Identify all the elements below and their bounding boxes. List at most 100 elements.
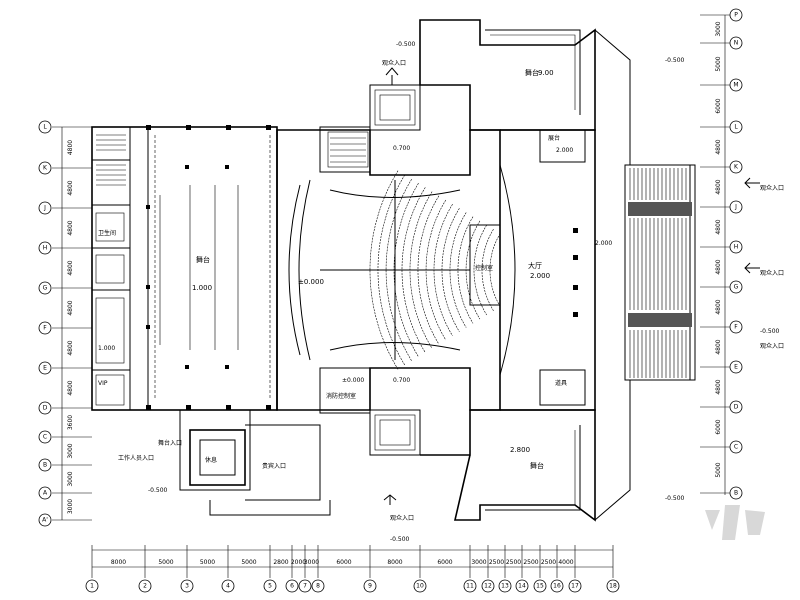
grid-bubble-left xyxy=(38,120,52,134)
grid-bubble-bottom-label: 12 xyxy=(484,583,492,590)
grid-dim-left: 3000 xyxy=(67,471,74,486)
grid-bubble-right xyxy=(729,360,743,374)
grid-bubble-right-label: N xyxy=(734,40,739,47)
seat-row xyxy=(401,187,426,353)
grid-bubble-right-label: M xyxy=(733,82,738,89)
lobby-label: 大厅 xyxy=(528,261,542,270)
watermark-mark xyxy=(705,505,765,540)
grid-bubble-left-label: G xyxy=(43,285,48,292)
grid-dim-left: 3600 xyxy=(67,415,74,430)
elev-0000-bottom: ±0.000 xyxy=(342,377,364,384)
elev-1000-left: 1.000 xyxy=(98,345,115,352)
grid-dim-bottom: 3000 xyxy=(304,559,319,566)
grid-bubble-left-label: B xyxy=(43,462,47,469)
grid-bubble-left xyxy=(38,321,52,335)
grid-bubble-bottom xyxy=(498,579,512,593)
bottom-annex: ±0.000 0.700 消防控制室 xyxy=(319,367,421,456)
foyer-label: 休息 xyxy=(205,456,217,464)
grid-bubble-bottom-label: 4 xyxy=(226,583,230,590)
grid-dim-bottom: 8000 xyxy=(387,559,402,566)
grid-bubble-bottom xyxy=(311,579,325,593)
stage-top-right-label: 舞台 xyxy=(525,68,539,77)
grid-bubble-right xyxy=(729,78,743,92)
grid-dim-bottom: 2500 xyxy=(489,559,504,566)
stage-bottom-right-label: 舞台 xyxy=(530,461,544,470)
grid-dim-bottom: 2500 xyxy=(541,559,556,566)
grid-bubble-right xyxy=(729,486,743,500)
elev-2000-right: 2.000 xyxy=(595,240,612,247)
room-top-right-elevation: 2.000 xyxy=(556,147,573,154)
grid-bubble-bottom xyxy=(515,579,529,593)
grid-bubble-right xyxy=(729,280,743,294)
grid-dim-left: 4800 xyxy=(67,220,74,235)
ramp-level-top: -0.500 xyxy=(396,41,416,48)
grid-bubble-bottom xyxy=(481,579,495,593)
grid-bubble-right xyxy=(729,8,743,22)
grid-bubble-bottom-label: 18 xyxy=(609,583,617,590)
grid-bubble-left xyxy=(38,401,52,415)
grid-bubble-bottom-label: 7 xyxy=(303,583,307,590)
ramp-level-right-mid: -0.500 xyxy=(760,328,780,335)
grid-bubble-left-label: J xyxy=(43,205,46,212)
grid-dim-bottom: 6000 xyxy=(336,559,351,566)
grid-bubble-right-label: K xyxy=(734,164,739,171)
grid-dim-right: 3000 xyxy=(715,21,722,36)
grid-dim-right: 6000 xyxy=(715,98,722,113)
grid-bubble-left xyxy=(38,458,52,472)
grid-dim-bottom: 4000 xyxy=(558,559,573,566)
room-top-right-label: 展台 xyxy=(548,134,560,142)
auditorium: ±0.000 控制室 xyxy=(276,129,501,411)
grid-bubble-bottom-label: 8 xyxy=(316,583,320,590)
grid-dim-right: 4800 xyxy=(715,379,722,394)
grid-dim-right: 5000 xyxy=(715,56,722,71)
grid-bubble-bottom xyxy=(180,579,194,593)
entrance-right-3-label: 观众入口 xyxy=(760,343,784,350)
grid-bubble-right xyxy=(729,240,743,254)
grid-bubble-bottom-label: 15 xyxy=(536,583,544,590)
entrance-top-label: 观众入口 xyxy=(382,60,406,67)
grid-dim-bottom: 8000 xyxy=(111,559,126,566)
grid-bubble-right-label: J xyxy=(734,204,737,211)
cross-aisle xyxy=(329,342,461,351)
grid-bubble-bottom xyxy=(550,579,564,593)
grid-bubble-left-label: A xyxy=(43,490,48,497)
grid-bubble-bottom xyxy=(568,579,582,593)
stage-left-label: 舞台 xyxy=(196,255,210,264)
grid-bubble-left-label: F xyxy=(43,325,47,332)
grid-bubble-bottom xyxy=(285,579,299,593)
grid-bubble-right-label: G xyxy=(734,284,739,291)
grid-bubble-bottom xyxy=(138,579,152,593)
grid-bubble-left xyxy=(38,241,52,255)
grid-bubble-left xyxy=(38,201,52,215)
stage-entrance-label: 舞台入口 xyxy=(158,439,182,447)
grid-bubble-left xyxy=(38,161,52,175)
grid-bubble-right-label: B xyxy=(734,490,738,497)
grid-bubble-left-label: H xyxy=(43,245,48,252)
stage-bottom-right-elevation: 2.800 xyxy=(510,446,530,454)
grid-dim-right: 4800 xyxy=(715,219,722,234)
grid-bubble-bottom xyxy=(363,579,377,593)
grid-dim-bottom: 5000 xyxy=(241,559,256,566)
entrance-right-1-label: 观众入口 xyxy=(760,185,784,192)
backstage-block: 舞台 1.000 1.000 VIP 卫生间 xyxy=(91,125,278,411)
grid-bubble-left-label: C xyxy=(43,434,47,441)
grid-bubble-bottom-label: 10 xyxy=(416,583,424,590)
grid-bubble-bottom xyxy=(85,579,99,593)
grid-bubble-bottom-label: 14 xyxy=(518,583,526,590)
vip-entrance-label: 贵宾入口 xyxy=(262,462,286,470)
grid-dim-left: 3000 xyxy=(67,499,74,514)
grid-bubble-bottom xyxy=(263,579,277,593)
grid-bubble-right-label: L xyxy=(734,124,738,131)
grid-bubble-bottom xyxy=(606,579,620,593)
grid-bubble-bottom xyxy=(533,579,547,593)
grid-dim-bottom: 3000 xyxy=(471,559,486,566)
grid-bubble-bottom-label: 9 xyxy=(368,583,372,590)
elev-0700-bottom: 0.700 xyxy=(393,377,410,384)
grid-bubble-left-label: E xyxy=(43,365,47,372)
grid-dim-bottom: 2500 xyxy=(506,559,521,566)
grid-bubble-right xyxy=(729,36,743,50)
elev-0700-top: 0.700 xyxy=(393,145,410,152)
grid-dim-right: 5000 xyxy=(715,462,722,477)
lobby-elevation: 2.000 xyxy=(530,272,550,280)
